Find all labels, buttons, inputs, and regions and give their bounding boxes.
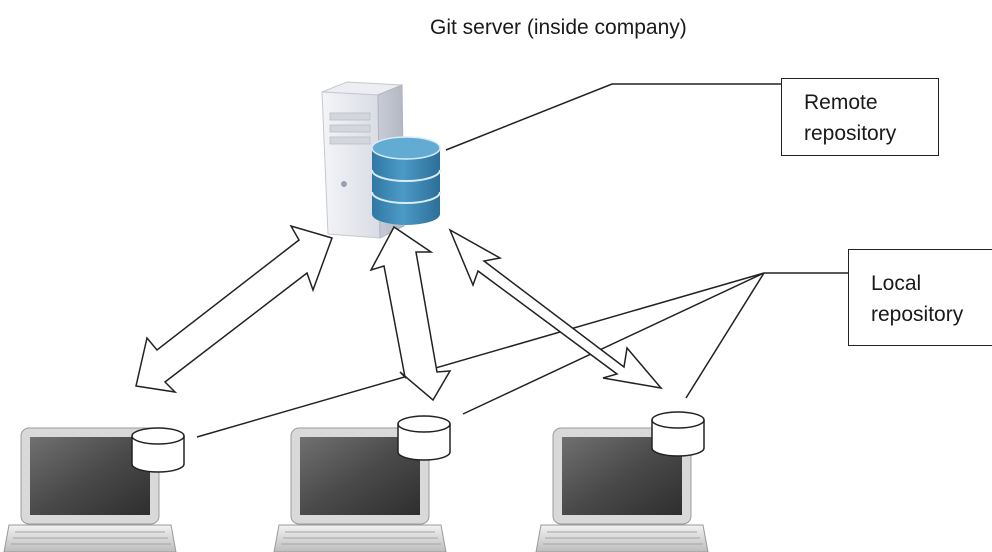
- database-icon: [371, 136, 441, 225]
- cylinder-icon: [131, 427, 185, 473]
- remote-leader-line: [445, 83, 781, 151]
- remote-repository-label: Remote repository: [781, 78, 939, 156]
- remote-label-line2: repository: [804, 122, 897, 145]
- local-leader-lines: [196, 272, 848, 438]
- laptop-icon: [273, 427, 447, 552]
- local-repository-label: Local repository: [848, 249, 992, 346]
- cylinder-icon: [651, 411, 705, 457]
- local-label-line1: Local: [871, 272, 922, 295]
- double-arrow-icon: [135, 224, 663, 402]
- laptop-icon: [3, 427, 177, 552]
- remote-label-line1: Remote: [804, 91, 878, 114]
- arrow-left-laptop: [135, 224, 333, 394]
- server-title: Git server (inside company): [430, 16, 687, 39]
- local-label-line2: repository: [871, 303, 964, 326]
- arrow-middle-laptop: [369, 225, 452, 402]
- cylinder-icon: [397, 415, 451, 461]
- arrow-right-laptop: [448, 228, 663, 390]
